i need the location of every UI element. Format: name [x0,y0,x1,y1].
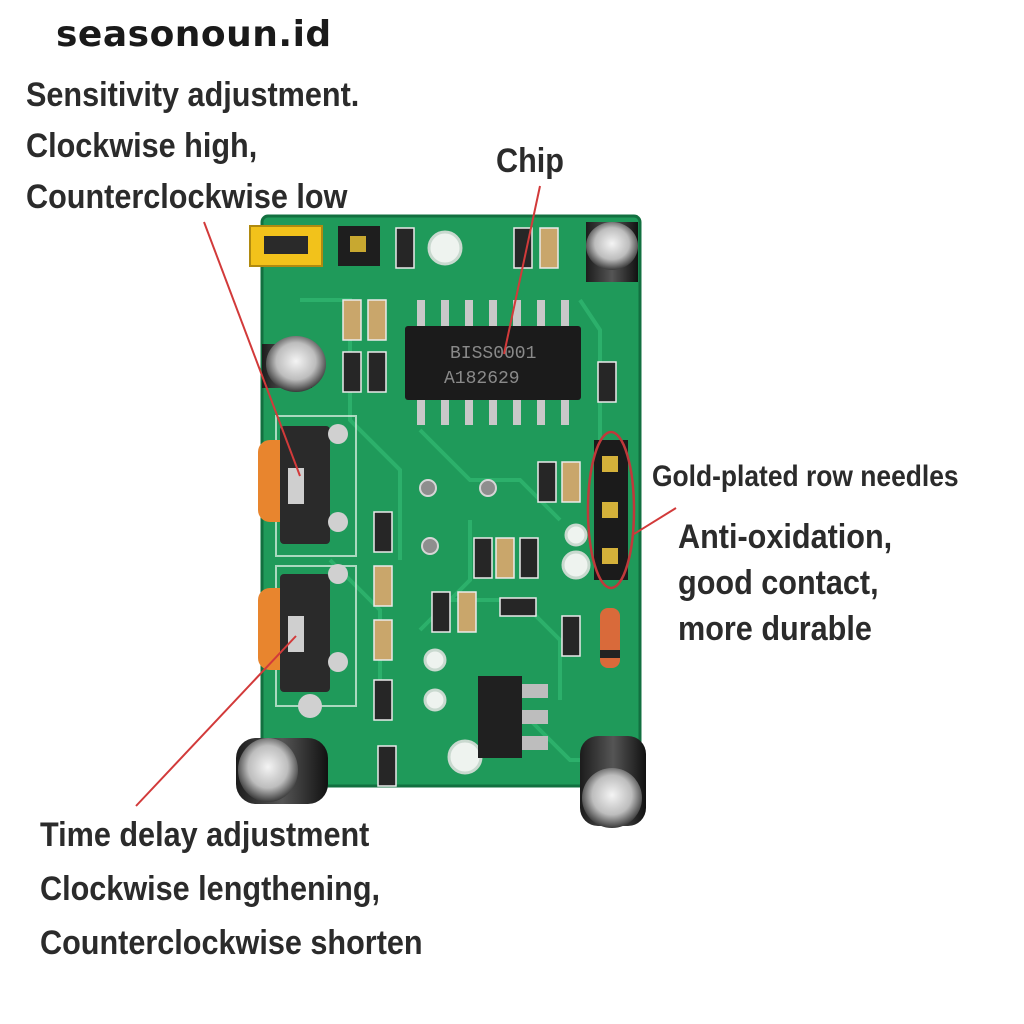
pins-line-2: good contact, [678,564,879,602]
chip-leader-line [503,185,541,355]
time-delay-line-2: Clockwise lengthening, [40,870,381,908]
mode-jumper [249,225,380,267]
voltage-regulator [478,676,548,758]
capacitor-left [262,336,326,392]
pins-line-1: Anti-oxidation, [678,518,893,556]
time-delay-line-3: Counterclockwise shorten [40,924,423,962]
pins-annotation: Anti-oxidation, good contact, more durab… [678,514,892,652]
mounting-holes [423,230,591,775]
biss0001-chip: BISS0001 A182629 [405,300,581,425]
sensitivity-annotation: Sensitivity adjustment. Clockwise high, … [26,70,359,223]
watermark-text: seasonoun.id [56,14,332,55]
time-delay-potentiometer [258,564,348,718]
capacitor-bottom-left [236,738,328,804]
pin-header [586,430,636,590]
chip-marking-line-2: A182629 [444,369,520,389]
chip-marking-line-1: BISS0001 [450,344,536,364]
capacitor-bottom-right [580,736,646,828]
sensitivity-line-3: Counterclockwise low [26,178,348,216]
pins-line-3: more durable [678,610,872,648]
time-delay-line-1: Time delay adjustment [40,816,370,854]
sensitivity-leader-line [203,221,301,477]
sensitivity-line-1: Sensitivity adjustment. [26,76,360,114]
sensitivity-line-2: Clockwise high, [26,127,258,165]
pins-leader-line [633,507,677,535]
chip-annotation: Chip [496,142,564,180]
diode [600,608,620,668]
smd-components [342,227,617,787]
time-delay-leader-line [135,635,297,807]
capacitor-top-right [586,222,638,282]
annotation-lines [135,185,677,807]
time-delay-annotation: Time delay adjustment Clockwise lengthen… [40,808,423,970]
pins-title-annotation: Gold-plated row needles [652,460,959,493]
